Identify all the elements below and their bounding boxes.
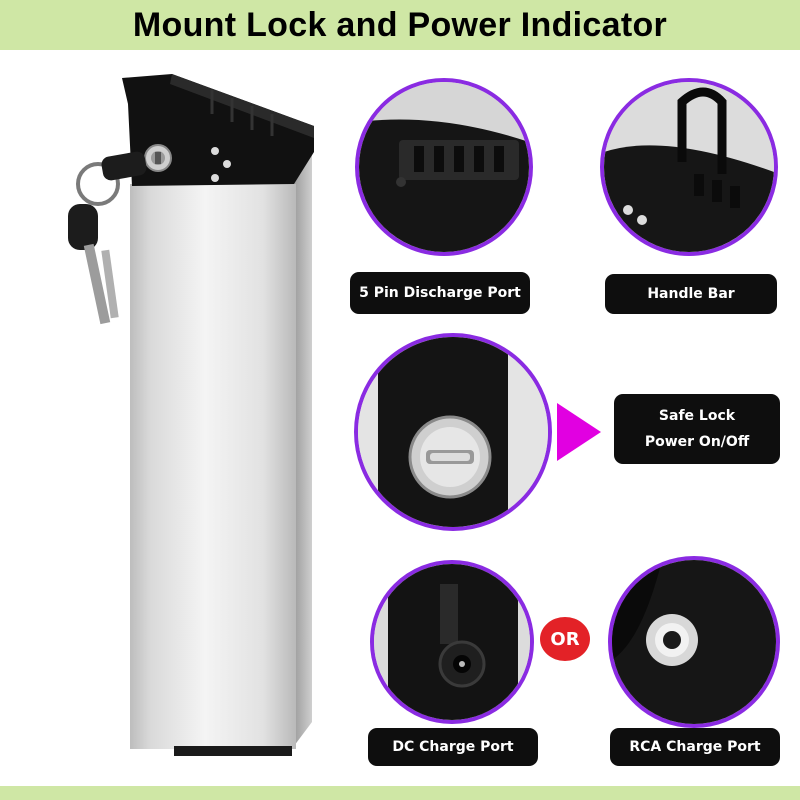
footer-strip bbox=[0, 786, 800, 800]
handle-bar-photo bbox=[600, 78, 778, 256]
lock-cylinder-icon bbox=[144, 144, 172, 172]
battery-bottom-cap bbox=[174, 746, 292, 756]
arrow-right-icon bbox=[557, 403, 601, 461]
safe-lock-label: Safe Lock Power On/Off bbox=[614, 394, 780, 464]
safe-lock-label-line1: Safe Lock bbox=[658, 408, 736, 424]
safe-lock-label-line2: Power On/Off bbox=[644, 434, 750, 450]
key-icon bbox=[68, 151, 147, 325]
title-banner: Mount Lock and Power Indicator bbox=[0, 0, 800, 50]
safe-lock-photo bbox=[354, 333, 552, 531]
discharge-port-photo bbox=[355, 78, 533, 256]
discharge-port-label: 5 Pin Discharge Port bbox=[350, 272, 530, 314]
rca-charge-port-label: RCA Charge Port bbox=[610, 728, 780, 766]
battery-body bbox=[130, 184, 296, 749]
or-badge: OR bbox=[540, 617, 590, 661]
rca-charge-port-photo bbox=[608, 556, 780, 728]
dc-charge-port-label: DC Charge Port bbox=[368, 728, 538, 766]
battery-image bbox=[68, 74, 314, 756]
handle-bar-label: Handle Bar bbox=[605, 274, 777, 314]
page-title: Mount Lock and Power Indicator bbox=[132, 5, 668, 44]
battery-side bbox=[294, 154, 312, 746]
dc-charge-port-photo bbox=[370, 560, 534, 724]
